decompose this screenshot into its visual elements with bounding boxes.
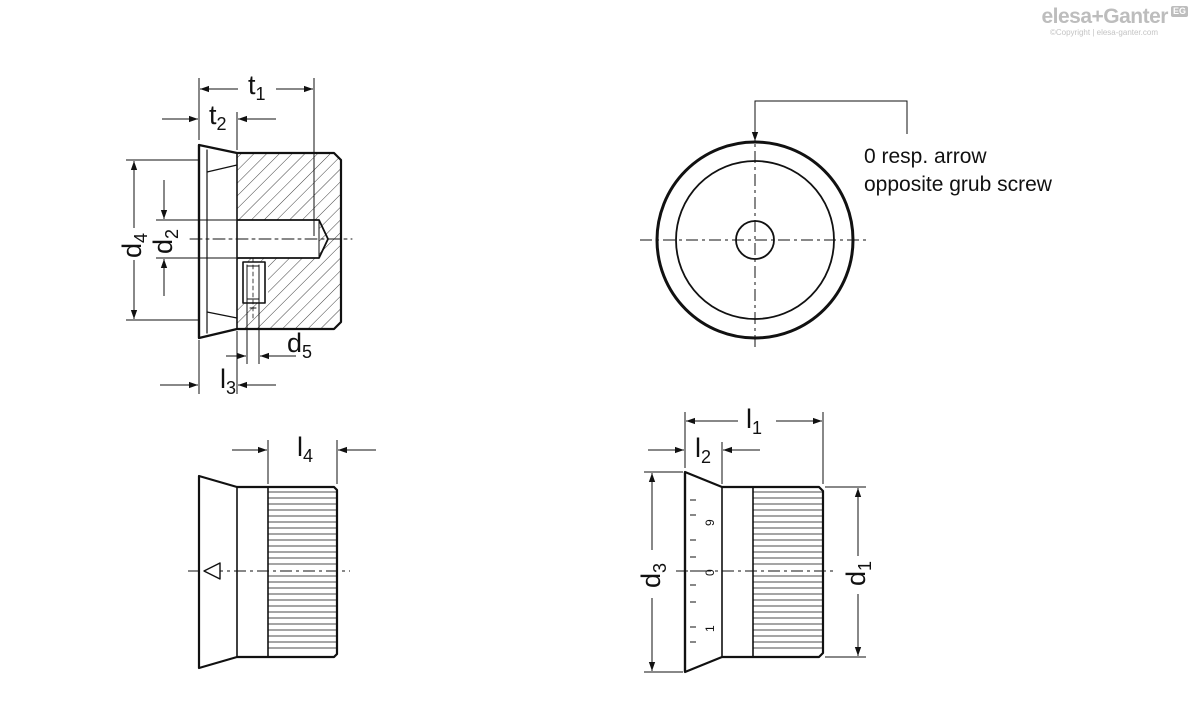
zero-leader	[751, 100, 908, 141]
label-d4: d4	[117, 233, 151, 258]
scale-mark-9: 9	[703, 519, 717, 526]
label-t2: t2	[209, 100, 227, 134]
label-d5: d5	[287, 328, 312, 362]
knurling	[268, 491, 337, 649]
section-outline	[197, 143, 343, 340]
grub-screw	[242, 261, 266, 304]
label-l3: l3	[220, 364, 236, 398]
label-d1: d1	[841, 561, 875, 586]
knurling-scale	[753, 491, 823, 649]
label-d3: d3	[636, 563, 670, 588]
front-view	[640, 100, 908, 350]
section-dimensions	[130, 85, 313, 389]
reference-arrow-icon	[203, 562, 221, 580]
label-t1: t1	[248, 70, 266, 104]
scale-ticks	[690, 499, 702, 643]
note-line-2: opposite grub screw	[864, 173, 1053, 196]
side-view-scale	[644, 412, 866, 674]
label-l1: l1	[746, 404, 762, 438]
scale-mark-0: 0	[703, 569, 717, 576]
label-l2: l2	[695, 433, 711, 467]
section-hatch	[237, 153, 341, 329]
logo-text: elesa+Ganter	[1041, 5, 1168, 28]
logo-copyright: ©Copyright | elesa-ganter.com	[1049, 28, 1158, 37]
section-extension-lines	[126, 78, 315, 394]
scale-mark-1: 1	[703, 625, 717, 632]
note-line-1: 0 resp. arrow	[864, 145, 987, 168]
logo-badge: EG	[1170, 6, 1188, 17]
side-view-arrow	[188, 440, 376, 670]
section-view	[189, 143, 353, 340]
label-l4: l4	[297, 432, 313, 466]
label-d2: d2	[148, 229, 182, 254]
